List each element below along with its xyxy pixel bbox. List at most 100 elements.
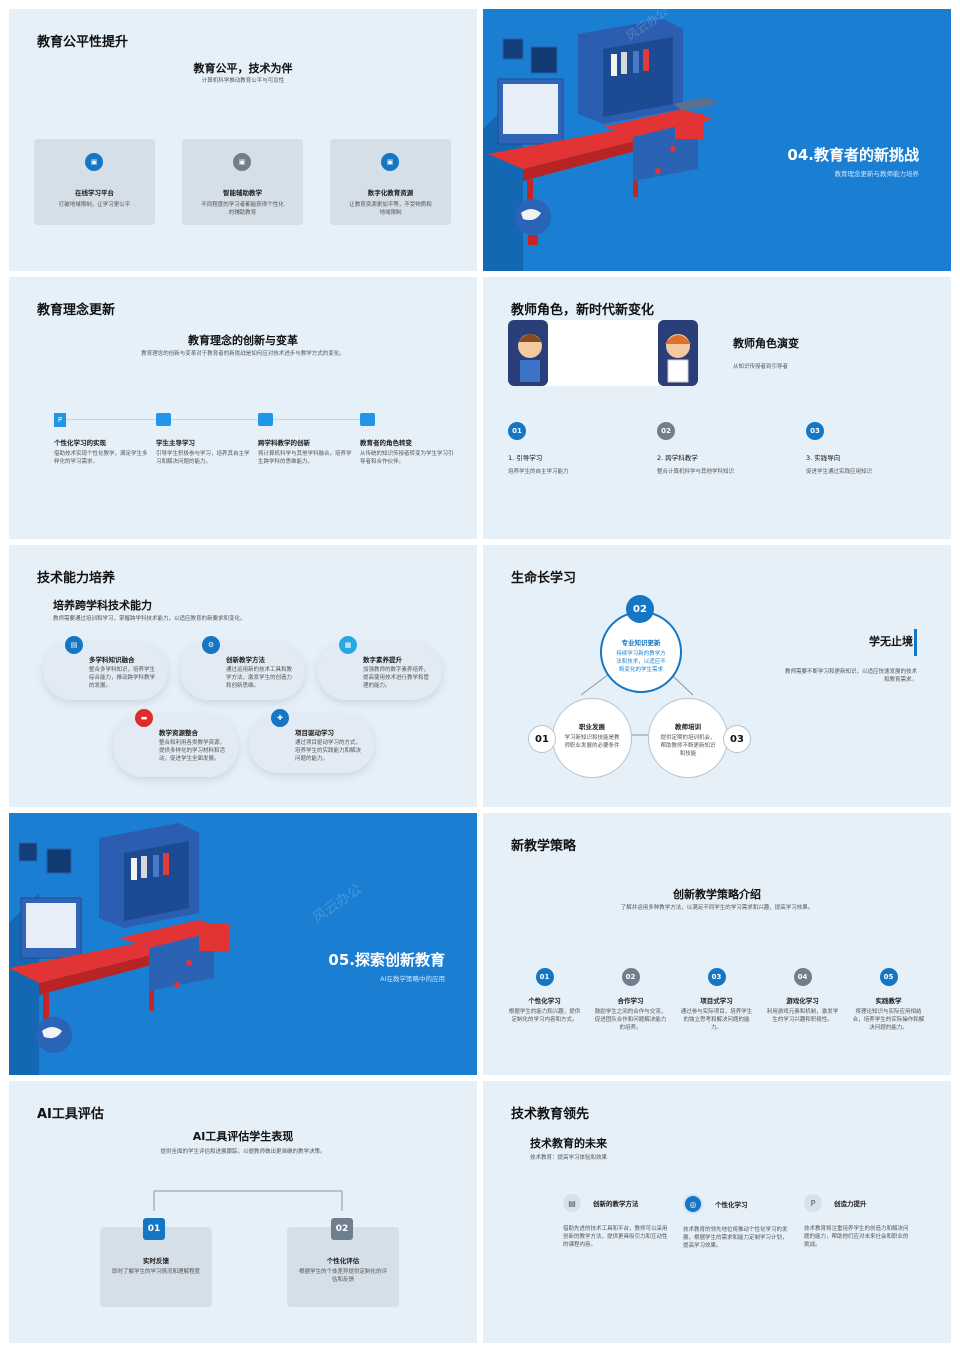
slide-subtitle: 提供全面的学生评估和进展跟踪，以便教师做出更准确的教学决策。	[160, 1149, 326, 1155]
briefcase-icon	[156, 413, 171, 426]
card-title: 在线学习平台	[75, 189, 114, 197]
classroom-illustration	[9, 813, 477, 1075]
step-number: 05	[879, 968, 898, 986]
concept-item: P 个性化学习的实现 借助技术实现个性化教学，满足学生多样化的学习需求。	[54, 413, 149, 466]
card-title: 实时反馈	[143, 1257, 169, 1265]
step-number: 02	[657, 422, 675, 440]
slide-new-strategies: 新教学策略 创新教学策略介绍 了解并运用多种教学方法，以满足不同学生的学习需求和…	[483, 813, 951, 1075]
plus-icon: ✚	[271, 709, 289, 727]
side-title: 学无止境	[869, 635, 913, 648]
item-title: 项目式学习	[700, 997, 733, 1005]
slide-title: 教育公平性提升	[37, 35, 129, 50]
section-title: 04.教育者的新挑战	[787, 146, 919, 164]
node-number: 02	[626, 595, 654, 623]
slide-title: AI工具评估	[37, 1107, 104, 1122]
monitor-icon: ▣	[85, 153, 103, 171]
item-title: 游戏化学习	[786, 997, 819, 1005]
document-icon: P	[54, 413, 66, 427]
card-title: 数字化教育资源	[367, 189, 414, 197]
concept-item: 学生主导学习 引导学生积极参与学习，培养其自主学习和解决问题的能力。	[156, 413, 251, 466]
skill-card: ▤ 多学科知识融合 整合多学科知识，培养学生综合能力，推动跨学科教学的发展。	[43, 636, 168, 700]
slide-heading: 创新教学策略介绍	[673, 888, 761, 901]
inbox-icon	[360, 413, 375, 426]
strategy-item: 01 个性化学习 根据学生的能力和兴趣，提供定制化的学习内容和方式。	[507, 968, 582, 1024]
slide-heading: 培养跨学科技术能力	[53, 599, 152, 612]
step-number: 02	[331, 1218, 353, 1240]
slide-innovative-education: 风云办公 05.探索创新教育 AI在教学策略中的应用	[9, 813, 477, 1075]
step-number: 02	[621, 968, 640, 986]
slide-heading: 技术教育的未来	[530, 1137, 607, 1150]
monitor-icon: ▣	[381, 153, 399, 171]
card-title: 个性化评估	[326, 1257, 360, 1265]
item-title: 3. 实践导向	[806, 454, 841, 462]
slide-title: 生命长学习	[511, 571, 577, 586]
item-desc: 技术教育的领先地位将推动个性化学习的发展，根据学生的需求和能力定制学习计划，提高…	[683, 1227, 788, 1249]
role-item: 03 3. 实践导向 促进学生通过实践应用知识	[806, 422, 936, 476]
item-desc: 加强教师的数字素养培养，提高使用技术进行教学和管理的能力。	[363, 667, 430, 689]
role-item: 01 1. 引导学习 培养学生的自主学习能力	[508, 422, 638, 476]
concept-item: 跨学科教学的创新 将计算机科学与其他学科融合，培养学生跨学科的思维能力。	[258, 413, 353, 466]
card-desc: 不同程度的学习者都能获得个性化的辅助教育	[201, 202, 284, 216]
slide-title: 技术教育领先	[511, 1107, 590, 1122]
item-desc: 整合和利用各类教学资源，提供多样化的学习材料和活动，促进学生全面发展。	[159, 740, 226, 762]
item-title: 多学科知识融合	[89, 656, 135, 664]
slide-subtitle: 教师需要通过培训和学习，掌握跨学科技术能力，以适应教育的新要求和变化。	[53, 616, 246, 622]
section-title: 05.探索创新教育	[328, 951, 445, 969]
item-title: 项目驱动学习	[295, 729, 334, 737]
step-number: 01	[143, 1218, 165, 1240]
side-title-bar	[914, 629, 917, 656]
item-desc: 技术教育将注重培养学生的创造力和解决问题的能力，帮助他们应对未来社会和职业的挑战…	[804, 1226, 909, 1248]
item-title: 创新的教学方法	[593, 1200, 639, 1208]
card-title: 智能辅助教学	[223, 189, 262, 197]
card-desc: 根据学生的个体差异提供定制化的评估和反馈	[299, 1269, 388, 1283]
section-subtitle: 教育理念更新与教师能力培养	[834, 170, 920, 178]
item-title: 个性化学习	[528, 997, 561, 1005]
item-desc: 整合计算机科学与其他学科知识	[657, 469, 735, 475]
card-smart-teaching: ▣ 智能辅助教学 不同程度的学习者都能获得个性化的辅助教育	[182, 139, 303, 225]
slide-tech-skills: 技术能力培养 培养跨学科技术能力 教师需要通过培训和学习，掌握跨学科技术能力，以…	[9, 545, 477, 807]
item-title: 1. 引导学习	[508, 454, 543, 462]
future-item: ▤ 创新的教学方法 借助先进的技术工具和平台，教师可以采用创新的教学方法，提供更…	[563, 1194, 668, 1249]
node-title: 教师培训	[675, 723, 701, 731]
item-title: 跨学科教学的创新	[258, 439, 310, 447]
item-desc: 从传统的知识传授者转变为学生学习引导者和合作伙伴。	[360, 451, 454, 465]
slide-title: 技术能力培养	[37, 571, 116, 586]
slide-title: 新教学策略	[511, 839, 577, 854]
slide-subtitle: 从知识传授者到引导者	[733, 364, 789, 370]
node-desc: 持续学习新的教学方法和技术，以适应不断变化的学生需求	[616, 651, 666, 673]
item-title: 数字素养提升	[363, 656, 402, 664]
slide-heading: AI工具评估学生表现	[192, 1130, 294, 1143]
assessment-card: 个性化评估 根据学生的个体差异提供定制化的评估和反馈	[287, 1227, 399, 1307]
strategy-item: 04 游戏化学习 利用游戏元素和机制，激发学生的学习兴趣和积极性。	[765, 968, 840, 1024]
teachers-illustration	[508, 320, 698, 386]
strategy-item: 03 项目式学习 通过参与实际项目，培养学生的独立思考和解决问题的能力。	[679, 968, 754, 1032]
future-item: P 创造力提升 技术教育将注重培养学生的创造力和解决问题的能力，帮助他们应对未来…	[804, 1194, 909, 1249]
slide-subtitle: 教育理念的创新与变革对于教育者的新挑战是如何应对技术进步与教学方式的变化。	[141, 351, 345, 357]
item-desc: 借助技术实现个性化教学，满足学生多样化的学习需求。	[54, 451, 148, 465]
step-number: 03	[806, 422, 824, 440]
slide-educator-challenges: 风云办公 04.教育者的新挑战 教育理念更新与教师能力培养	[483, 9, 951, 271]
item-desc: 将计算机科学与其他学科融合，培养学生跨学科的思维能力。	[258, 451, 352, 465]
node-number: 03	[723, 725, 751, 753]
slide-subtitle: 了解并运用多种教学方法，以满足不同学生的学习需求和兴趣，提高学习效果。	[620, 905, 814, 911]
item-desc: 利用游戏元素和机制，激发学生的学习兴趣和积极性。	[766, 1009, 839, 1023]
item-title: 创造力提升	[834, 1200, 867, 1208]
chart-icon: ▦	[339, 636, 357, 654]
step-number: 01	[508, 422, 526, 440]
timeline-line	[61, 419, 371, 420]
item-title: 学生主导学习	[156, 439, 195, 447]
monitor-icon: ▣	[233, 153, 251, 171]
node-desc: 学习新知识和技能是教师职业发展的必要条件	[564, 735, 620, 749]
tree-connectors	[153, 1190, 343, 1211]
card-desc: 打破地域限制，让学习更公平	[58, 202, 131, 208]
skill-card: ⚙ 创新教学方法 通过运用新的技术工具和教学方法，激发学生的创造力和创新思维。	[180, 636, 305, 700]
slide-title: 教师角色，新时代新变化	[511, 303, 655, 318]
node-title: 专业知识更新	[621, 639, 661, 647]
item-title: 创新教学方法	[226, 656, 265, 664]
slide-tech-leadership: 技术教育领先 技术教育的未来 技术教育：提高学习体验和效果 ▤ 创新的教学方法 …	[483, 1081, 951, 1343]
slide-subtitle: 技术教育：提高学习体验和效果	[530, 1155, 608, 1161]
item-desc: 通过参与实际项目，培养学生的独立思考和解决问题的能力。	[680, 1009, 753, 1031]
item-desc: 根据学生的能力和兴趣，提供定制化的学习内容和方式。	[508, 1009, 581, 1023]
item-desc: 通过项目驱动学习的方式，培养学生的实践能力和解决问题的能力。	[295, 740, 362, 762]
card-desc: 即时了解学生的学习情况和理解程度	[112, 1269, 201, 1275]
